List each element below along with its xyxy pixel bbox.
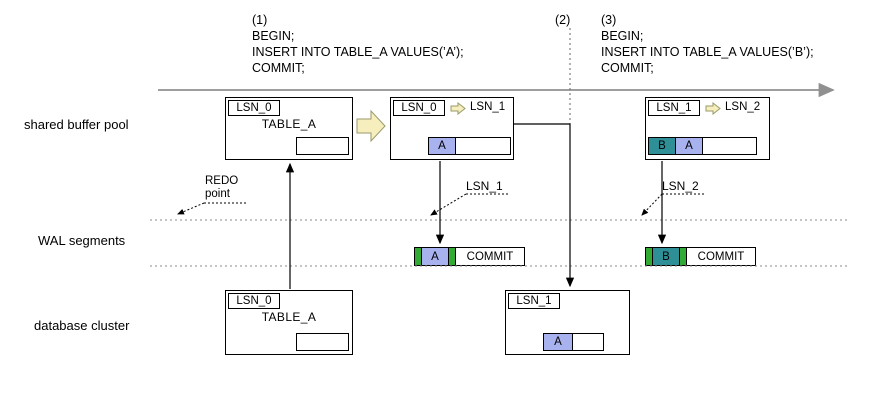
buffer-box3-empty-tuple-cell xyxy=(702,137,757,155)
buffer-page-box-2: LSN_0 LSN_1 A xyxy=(390,97,514,160)
step-3-sql-begin: BEGIN; xyxy=(601,29,644,43)
wal-record1-data-cell: A xyxy=(421,247,449,266)
db-box2-tuple-row: A xyxy=(543,333,604,351)
buffer-page-box-1: LSN_0 TABLE_A xyxy=(225,97,353,160)
buffer-box2-tuple-a-cell: A xyxy=(428,137,456,155)
buffer-box3-tuple-a-cell: A xyxy=(675,137,703,155)
wal-record2-data-cell: B xyxy=(652,247,680,266)
wal-lsn2-label: LSN_2 xyxy=(662,179,699,193)
buffer-box3-lsn-from-tag: LSN_1 xyxy=(648,100,700,116)
db-page-box-2: LSN_1 A xyxy=(505,290,630,355)
redo-point-label: REDO point xyxy=(205,175,238,201)
buffer-box1-empty-tuple-cell xyxy=(296,137,349,155)
redo-point-line1: REDO xyxy=(205,175,239,187)
db-box2-tuple-a-cell: A xyxy=(543,333,573,351)
lane-label-database-cluster: database cluster xyxy=(34,318,130,333)
db-box2-empty-tuple-cell xyxy=(572,333,604,351)
step-1-sql-commit: COMMIT; xyxy=(252,61,305,75)
buffer-box2-lsn-to-label: LSN_1 xyxy=(470,101,506,113)
buffer-box2-empty-tuple-cell xyxy=(455,137,511,155)
step-1-number: (1) xyxy=(252,13,268,27)
lsn1-leader-arrow xyxy=(430,193,467,216)
lsn-advance-arrow-icon xyxy=(705,101,721,120)
buffer-box3-tuple-row: B A xyxy=(648,137,757,155)
buffer-box2-lsn-from-tag: LSN_0 xyxy=(393,100,445,116)
step-2-annotation: (2) xyxy=(555,12,570,28)
lsn2-leader-arrow xyxy=(641,193,663,216)
db-box1-lsn-tag: LSN_0 xyxy=(228,293,280,309)
buffer-page-box-3: LSN_1 LSN_2 B A xyxy=(645,97,770,160)
step-1-annotation: (1) BEGIN; INSERT INTO TABLE_A VALUES(’A… xyxy=(252,12,464,76)
step-3-sql-commit: COMMIT; xyxy=(601,61,654,75)
db-box1-empty-tuple-cell xyxy=(296,333,349,351)
step-1-sql-insert: INSERT INTO TABLE_A VALUES(’A’); xyxy=(252,45,464,59)
wal-record1-commit-cell: COMMIT xyxy=(455,247,525,266)
wal-lsn1-label: LSN_1 xyxy=(466,179,503,193)
buffer-box1-lsn-tag: LSN_0 xyxy=(228,100,280,116)
lsn-advance-arrow-icon xyxy=(450,101,466,120)
buffer-box3-lsn-to-label: LSN_2 xyxy=(725,101,761,113)
redo-point-line2: point xyxy=(205,188,230,200)
buffer-box1-table-name: TABLE_A xyxy=(261,117,317,131)
redo-point-leader-arrow xyxy=(177,202,205,215)
buffer-box3-tuple-b-cell: B xyxy=(648,137,676,155)
lane-label-wal-segments: WAL segments xyxy=(38,233,126,248)
page-update-block-arrow xyxy=(356,109,386,143)
db-box1-tuple-row xyxy=(296,333,349,351)
db-box1-table-name: TABLE_A xyxy=(261,310,317,324)
buffer-box2-tuple-row: A xyxy=(428,137,511,155)
step-3-sql-insert: INSERT INTO TABLE_A VALUES(’B’); xyxy=(601,45,814,59)
db-page-box-1: LSN_0 TABLE_A xyxy=(225,290,353,355)
step-3-number: (3) xyxy=(601,13,617,27)
step-2-number: (2) xyxy=(555,13,571,27)
buffer-box1-tuple-row xyxy=(296,137,349,155)
db-box2-lsn-tag: LSN_1 xyxy=(508,293,560,309)
wal-record-2: B COMMIT xyxy=(645,247,756,266)
step-1-sql-begin: BEGIN; xyxy=(252,29,295,43)
wal-record-1: A COMMIT xyxy=(414,247,525,266)
lane-label-shared-buffer-pool: shared buffer pool xyxy=(24,117,129,132)
wal-record2-commit-cell: COMMIT xyxy=(686,247,756,266)
step-3-annotation: (3) BEGIN; INSERT INTO TABLE_A VALUES(’B… xyxy=(601,12,814,76)
